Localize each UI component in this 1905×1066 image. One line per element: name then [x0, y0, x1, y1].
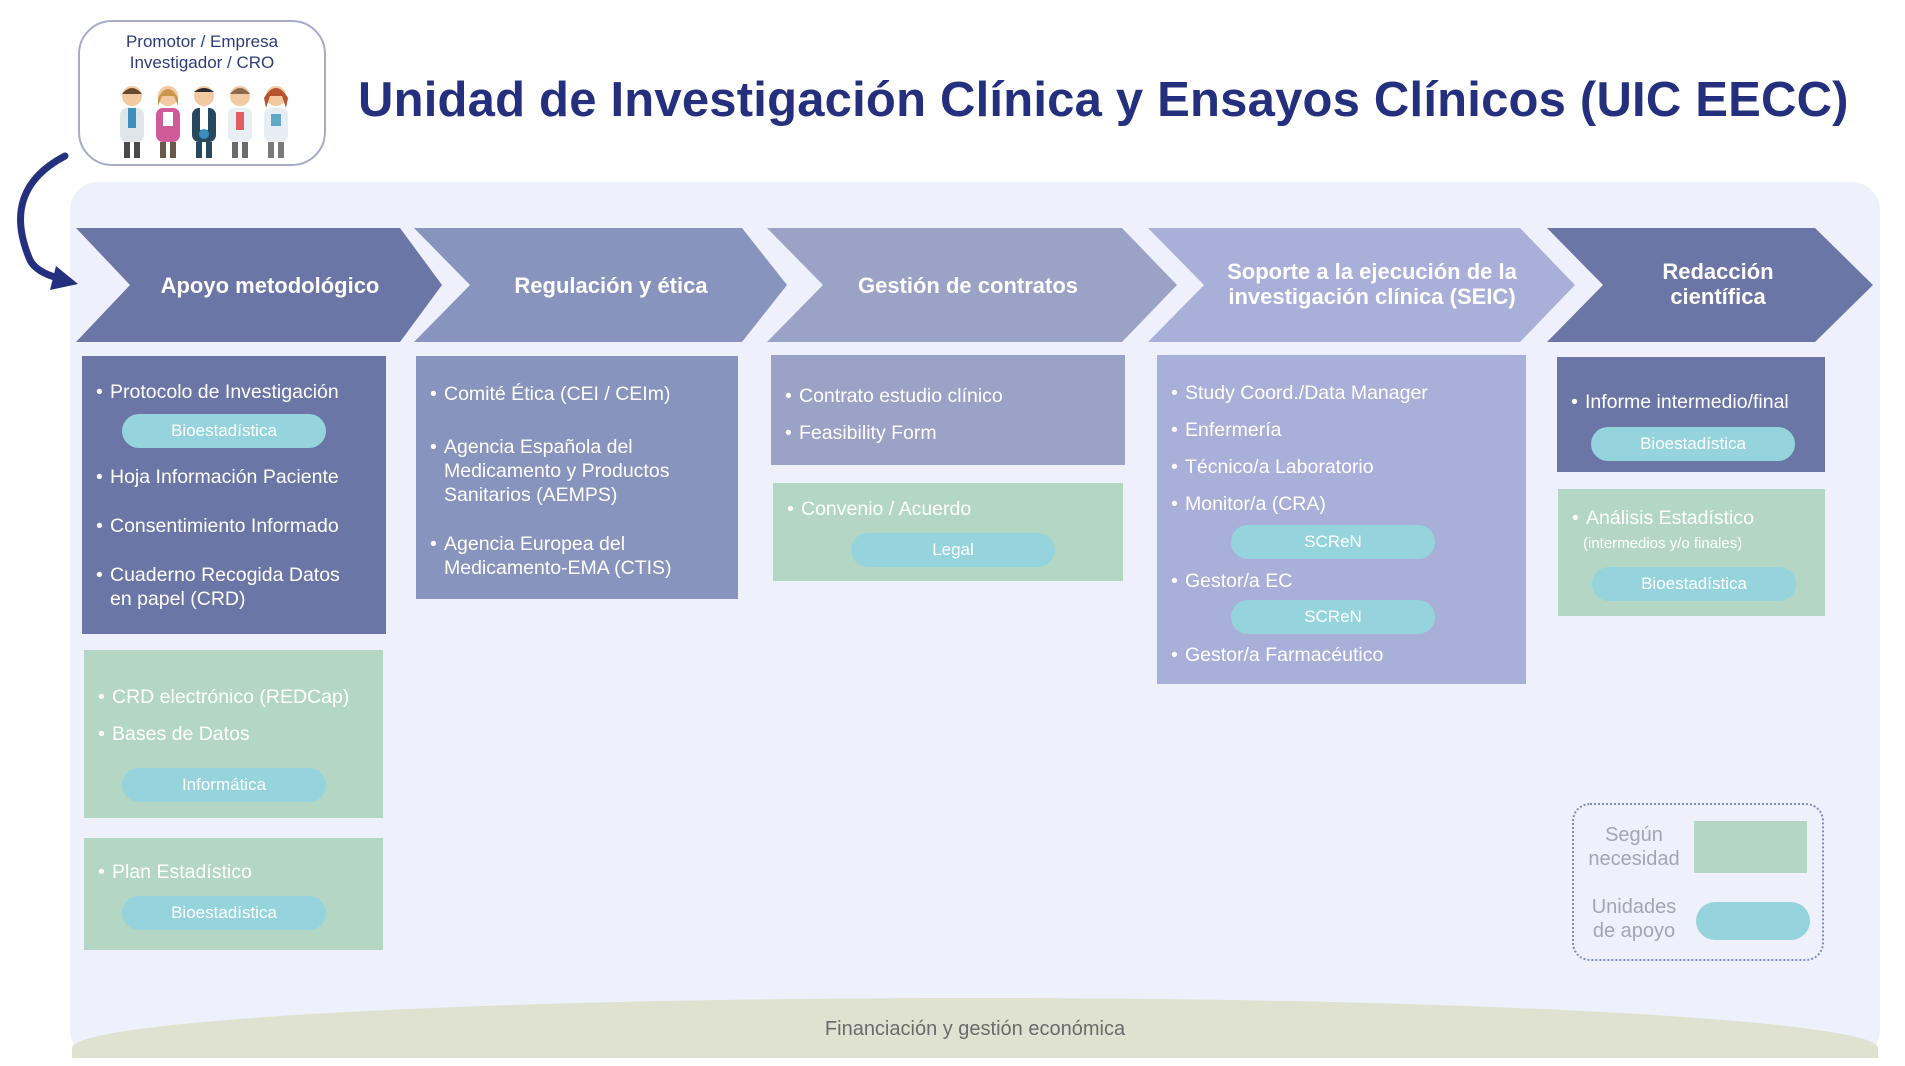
col4-unit-a: SCReN: [1231, 525, 1435, 559]
stage-1-label: Apoyo metodológico: [160, 272, 380, 298]
stage-5-label-line1: Redacción: [1662, 259, 1774, 284]
col2-main-box: •Comité Ética (CEI / CEIm) •Agencia Espa…: [416, 356, 738, 599]
legend-support-line2: de apoyo: [1592, 920, 1676, 942]
stage-4-label-line1: Soporte a la ejecución de la: [1227, 259, 1517, 284]
col3-main-box: •Contrato estudio clínico •Feasibility F…: [771, 355, 1125, 465]
stage-5-label: Redacción científica: [1603, 258, 1833, 310]
col1-opt1-unit: Informática: [122, 768, 326, 802]
col5-main-box: •Informe intermedio/final Bioestadística: [1557, 357, 1825, 472]
col1-opt1-item-2: •Bases de Datos: [98, 723, 250, 745]
col1-item-1: •Protocolo de Investigación: [96, 381, 339, 403]
entry-curved-arrow-icon: [17, 152, 78, 290]
chevron-stage-1: [76, 228, 442, 342]
col4-unit-b: SCReN: [1231, 600, 1435, 634]
col5-item-1: •Informe intermedio/final: [1571, 391, 1789, 413]
person-icon: [120, 86, 144, 158]
stage-4-label: Soporte a la ejecución de la investigaci…: [1204, 258, 1540, 310]
col2-item-1: •Comité Ética (CEI / CEIm): [430, 383, 671, 405]
col4-item-2: •Enfermería: [1171, 419, 1282, 441]
col5-opt1-item-1-note: (intermedios y/o finales): [1583, 535, 1743, 552]
col1-opt2-item-1: •Plan Estadístico: [98, 861, 252, 883]
col1-opt2-unit: Bioestadística: [122, 896, 326, 930]
col2-item-3: •Agencia Europea del: [430, 533, 626, 555]
stage-5-label-line2: científica: [1670, 284, 1766, 309]
col1-optional-box-2: •Plan Estadístico Bioestadística: [84, 838, 383, 950]
col2-item-2: •Agencia Española del: [430, 436, 633, 458]
col1-item-2: •Hoja Información Paciente: [96, 466, 339, 488]
col5-optional-box: •Análisis Estadístico (intermedios y/o f…: [1558, 489, 1825, 616]
legend-box: Según necesidad Unidades de apoyo: [1572, 803, 1824, 961]
chevron-stage-3: [767, 228, 1177, 342]
col1-item-4: •Cuaderno Recogida Datos: [96, 564, 340, 586]
col2-item-2-cont-1: Medicamento y Productos: [444, 460, 670, 482]
legend-optional-swatch: [1694, 821, 1807, 873]
col1-opt1-item-1: •CRD electrónico (REDCap): [98, 686, 350, 708]
col4-item-5: •Gestor/a EC: [1171, 570, 1293, 592]
chevron-stage-5: [1547, 228, 1873, 342]
legend-optional-label: Según necesidad: [1574, 823, 1694, 871]
chevron-stage-2: [414, 228, 787, 342]
legend-optional-line1: Según: [1605, 824, 1663, 846]
col5-main-unit: Bioestadística: [1591, 427, 1795, 461]
col1-main-box: •Protocolo de Investigación Bioestadísti…: [82, 356, 386, 634]
col5-opt1-item-1: •Análisis Estadístico: [1572, 507, 1754, 529]
legend-support-line1: Unidades: [1591, 896, 1677, 918]
col1-item-4-cont: en papel (CRD): [110, 588, 246, 610]
actor-label-line1: Promotor / Empresa: [125, 32, 279, 51]
stage-4-label-line2: investigación clínica (SEIC): [1228, 284, 1516, 309]
chevron-stage-4: [1148, 228, 1575, 342]
person-icon: [156, 86, 180, 158]
col4-item-4: •Monitor/a (CRA): [1171, 493, 1326, 515]
person-icon: [192, 86, 216, 158]
col4-item-3: •Técnico/a Laboratorio: [1171, 456, 1374, 478]
finance-label: Financiación y gestión económica: [824, 1018, 1126, 1040]
col3-opt1-item-1: •Convenio / Acuerdo: [787, 498, 972, 520]
actor-label-line2: Investigador / CRO: [129, 53, 275, 72]
legend-support-swatch: [1696, 902, 1810, 940]
col4-item-6: •Gestor/a Farmacéutico: [1171, 644, 1384, 666]
page-title: Unidad de Investigación Clínica y Ensayo…: [358, 73, 1849, 127]
stage-2-label: Regulación y ética: [514, 272, 708, 298]
col3-optional-box: •Convenio / Acuerdo Legal: [773, 483, 1123, 581]
col4-main-box: •Study Coord./Data Manager •Enfermería •…: [1157, 355, 1526, 684]
col1-optional-box-1: •CRD electrónico (REDCap) •Bases de Dato…: [84, 650, 383, 818]
col3-item-1: •Contrato estudio clínico: [785, 385, 1003, 407]
stage-3-label: Gestión de contratos: [857, 272, 1079, 298]
col5-opt1-unit: Bioestadística: [1592, 567, 1796, 601]
legend-support-label: Unidades de apoyo: [1574, 895, 1694, 943]
col1-main-unit: Bioestadística: [122, 414, 326, 448]
people-illustration: [120, 86, 288, 158]
person-icon: [228, 86, 252, 158]
legend-optional-line2: necesidad: [1588, 848, 1680, 870]
col3-item-2: •Feasibility Form: [785, 422, 937, 444]
sponsor-actor-box: Promotor / Empresa Investigador / CRO: [78, 20, 326, 166]
col2-item-2-cont-2: Sanitarios (AEMPS): [444, 484, 618, 506]
col4-item-1: •Study Coord./Data Manager: [1171, 382, 1428, 404]
col2-item-3-cont: Medicamento-EMA (CTIS): [444, 557, 672, 579]
col3-opt1-unit: Legal: [851, 533, 1055, 567]
process-stages-chevrons: [76, 228, 1873, 342]
person-icon: [264, 86, 288, 158]
col1-item-3: •Consentimiento Informado: [96, 515, 339, 537]
